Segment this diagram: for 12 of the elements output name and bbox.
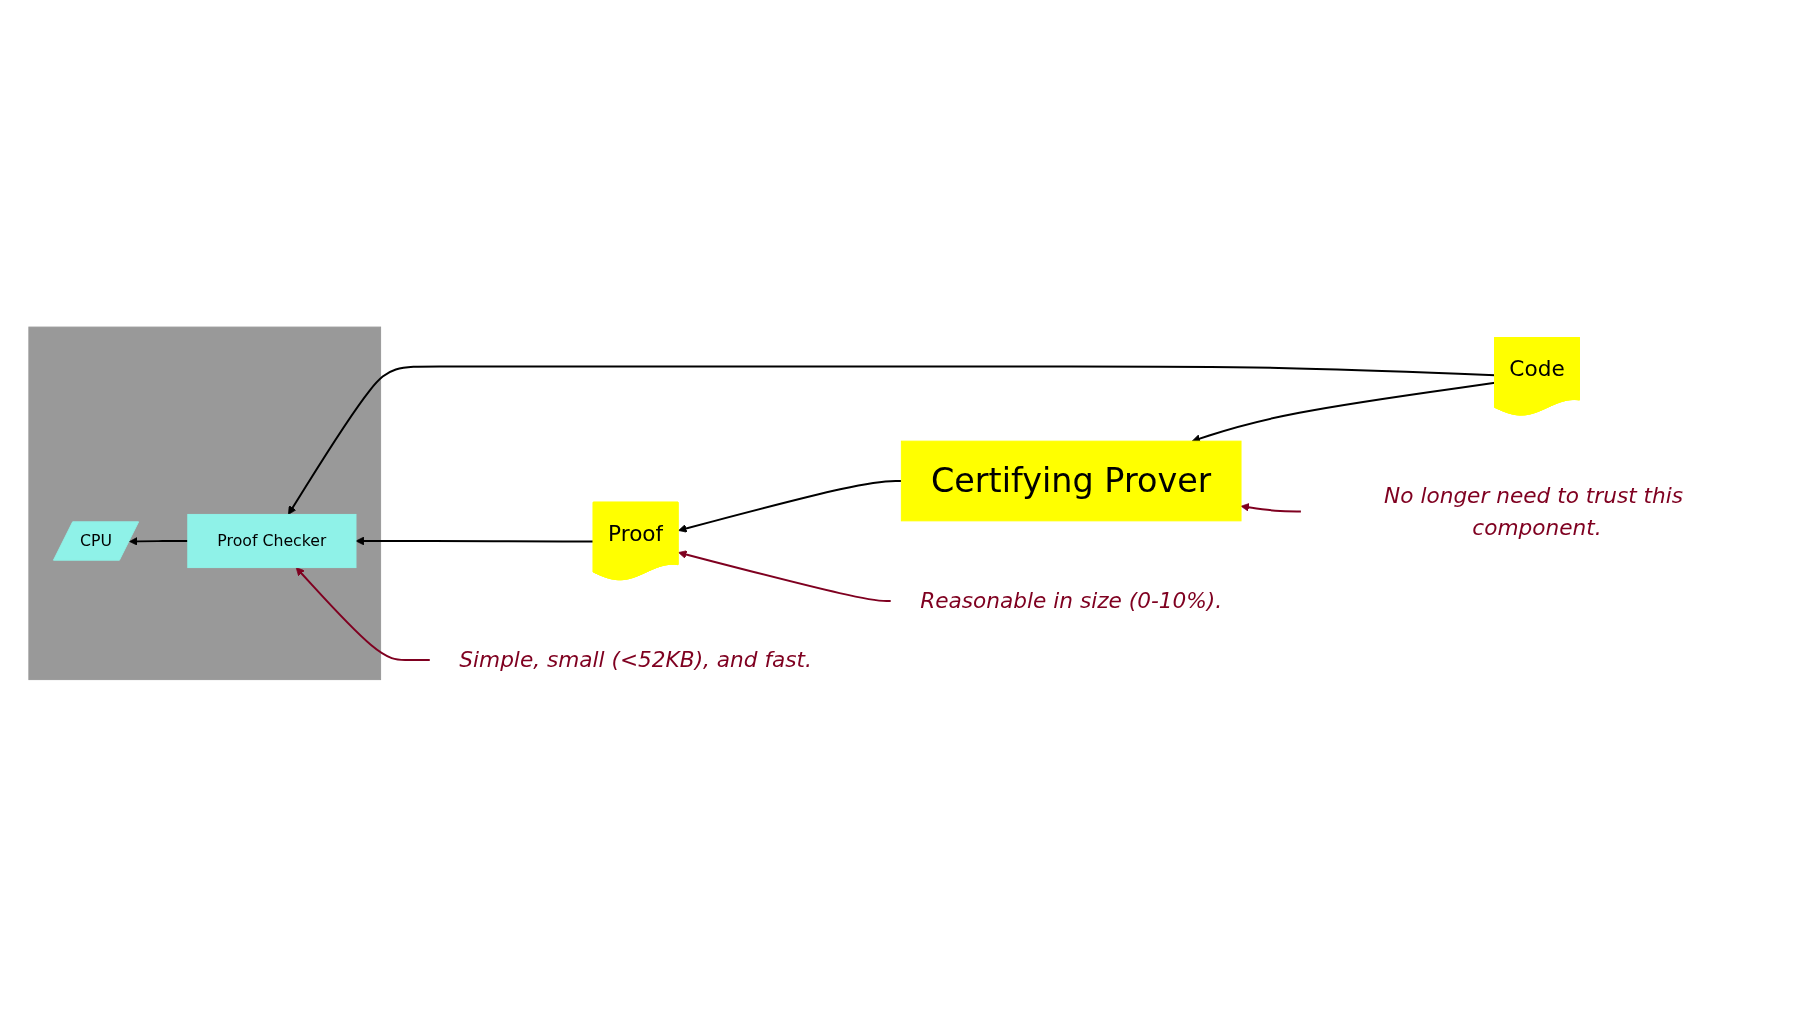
arrow bbox=[128, 536, 189, 546]
arrow bbox=[295, 566, 431, 661]
node-box: Proof Checker bbox=[186, 513, 356, 568]
node-box: Certifying Prover bbox=[900, 440, 1241, 521]
node-text: Reasonable in size (0-10%). bbox=[919, 588, 1222, 613]
arrow bbox=[1240, 502, 1302, 512]
arrow bbox=[677, 479, 902, 533]
node-text: Simple, small (<52KB), and fast. bbox=[458, 647, 812, 672]
node-text: No longer need to trust this component. bbox=[1383, 482, 1683, 540]
arrow bbox=[287, 364, 1496, 515]
cluster bbox=[27, 326, 381, 680]
arrow bbox=[677, 549, 892, 602]
